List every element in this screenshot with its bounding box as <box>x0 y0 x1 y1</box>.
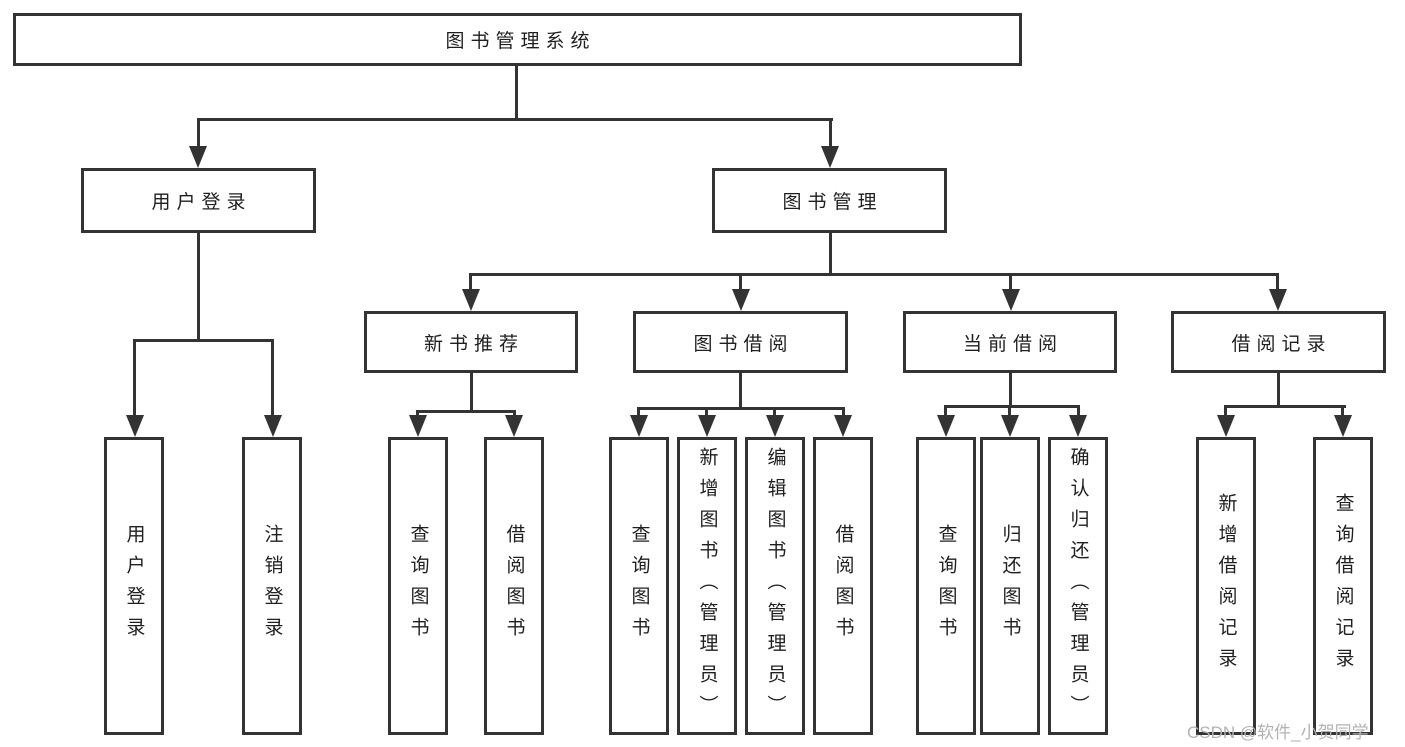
connector-line <box>829 118 832 148</box>
node-leaf-add-borrow-record: 新增借阅记录 <box>1196 437 1256 735</box>
connector-line <box>1009 273 1012 291</box>
connector-line <box>705 407 708 417</box>
connector-line <box>739 371 742 409</box>
node-leaf-confirm-return-admin: 确认归还（管理员） <box>1048 437 1108 735</box>
connector-line <box>1224 405 1346 408</box>
connector-line <box>197 231 200 341</box>
connector-line <box>271 339 274 419</box>
connector-line <box>842 407 845 417</box>
node-leaf-return-books: 归还图书 <box>980 437 1040 735</box>
arrow-down-icon <box>1269 289 1287 311</box>
node-leaf-add-books-admin: 新增图书（管理员） <box>677 437 737 735</box>
node-leaf-logout: 注销登录 <box>242 437 302 735</box>
connector-line <box>1077 405 1080 417</box>
connector-line <box>944 405 1080 408</box>
node-leaf-query-borrow-record: 查询借阅记录 <box>1313 437 1373 735</box>
connector-line <box>1276 273 1279 291</box>
connector-line <box>1341 405 1344 417</box>
node-leaf-edit-books-admin: 编辑图书（管理员） <box>745 437 805 735</box>
node-leaf-borrow-books: 借阅图书 <box>813 437 873 735</box>
connector-line <box>469 273 1279 276</box>
connector-line <box>416 410 516 413</box>
arrow-down-icon <box>821 146 839 168</box>
connector-line <box>515 66 518 121</box>
arrow-down-icon <box>1001 415 1019 437</box>
connector-line <box>773 407 776 417</box>
connector-line <box>197 118 833 121</box>
arrow-down-icon <box>1002 289 1020 311</box>
connector-line <box>416 410 419 418</box>
connector-line <box>944 405 947 417</box>
arrow-down-icon <box>630 415 648 437</box>
arrow-down-icon <box>698 415 716 437</box>
arrow-down-icon <box>189 146 207 168</box>
node-leaf-query-books-current: 查询图书 <box>916 437 976 735</box>
arrow-down-icon <box>264 415 282 437</box>
connector-line <box>513 410 516 418</box>
connector-line <box>829 231 832 276</box>
arrow-down-icon <box>937 415 955 437</box>
node-leaf-borrow-books-recommend: 借阅图书 <box>484 437 544 735</box>
arrow-down-icon <box>1334 415 1352 437</box>
arrow-down-icon <box>409 415 427 437</box>
arrow-down-icon <box>462 289 480 311</box>
node-borrowing-records: 借阅记录 <box>1171 311 1386 373</box>
connector-line <box>739 273 742 291</box>
arrow-down-icon <box>126 415 144 437</box>
connector-line <box>637 407 845 410</box>
node-leaf-user-login: 用户登录 <box>104 437 164 735</box>
connector-line <box>133 339 274 342</box>
node-book-borrowing: 图书借阅 <box>633 311 848 373</box>
connector-line <box>469 273 472 291</box>
node-new-book-recommend: 新书推荐 <box>364 311 578 373</box>
connector-line <box>133 339 136 419</box>
node-leaf-query-books-borrowing: 查询图书 <box>609 437 669 735</box>
arrow-down-icon <box>732 289 750 311</box>
connector-line <box>1224 405 1227 417</box>
node-library-management-system: 图书管理系统 <box>13 13 1022 66</box>
arrow-down-icon <box>1069 415 1087 437</box>
arrow-down-icon <box>1217 415 1235 437</box>
csdn-watermark: CSDN @软件_小贺同学 <box>1187 723 1369 742</box>
connector-line <box>1009 371 1012 407</box>
connector-line <box>637 407 640 417</box>
node-leaf-query-books-recommend: 查询图书 <box>388 437 448 735</box>
connector-line <box>1008 405 1011 417</box>
node-user-login: 用户登录 <box>81 168 316 233</box>
connector-line <box>470 371 473 412</box>
connector-line <box>1277 371 1280 407</box>
arrow-down-icon <box>766 415 784 437</box>
connector-line <box>197 118 200 148</box>
arrow-down-icon <box>834 415 852 437</box>
arrow-down-icon <box>505 415 523 437</box>
node-current-borrowing: 当前借阅 <box>903 311 1117 373</box>
node-book-management: 图书管理 <box>712 168 947 233</box>
